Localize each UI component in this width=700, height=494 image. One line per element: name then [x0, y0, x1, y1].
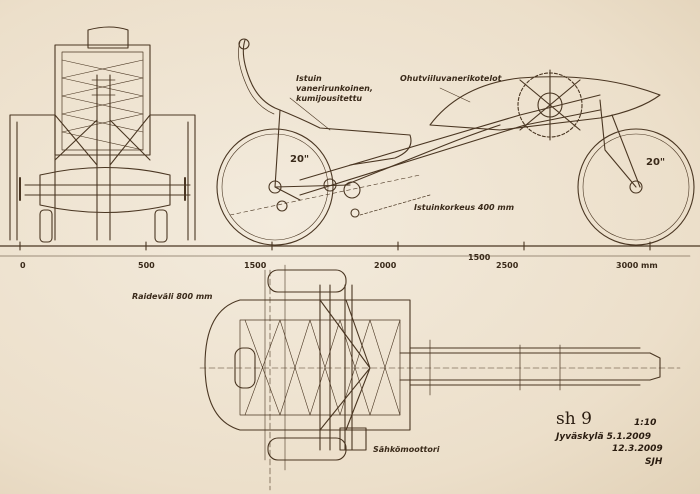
sheet-number: sh 9 [556, 409, 592, 429]
scale-tick-0: 0 [20, 261, 26, 270]
track-label: Raideväli 800 mm [132, 292, 213, 301]
scale-tick-2500: 2500 [496, 261, 519, 270]
fairing-label: Ohutviiluvanerikotelot [400, 74, 502, 83]
scale-text: 1:10 [634, 418, 657, 428]
front-view [9, 26, 196, 243]
scale-tick-3000: 3000 mm [616, 261, 658, 270]
scale-tick-500: 500 [138, 261, 155, 270]
front-wheel-size: 20" [646, 157, 666, 168]
seat-label: Istuin vanerirunkoinen, kumijousitettu [296, 74, 373, 103]
scale-line [0, 241, 700, 257]
side-view [216, 38, 695, 246]
scale-tick-1500b: 1500 [468, 253, 491, 262]
scale-tick-2000: 2000 [374, 261, 397, 270]
rear-wheel-size: 20" [290, 154, 310, 165]
revision-date: 12.3.2009 [612, 444, 663, 454]
seat-height-label: Istuinkorkeus 400 mm [414, 203, 515, 212]
motor-label: Sähkömoottori [373, 445, 440, 454]
place-date: Jyväskylä 5.1.2009 [556, 432, 652, 442]
scale-tick-1500a: 1500 [244, 261, 267, 270]
top-view [199, 264, 681, 491]
author-initials: SJH [645, 457, 663, 467]
